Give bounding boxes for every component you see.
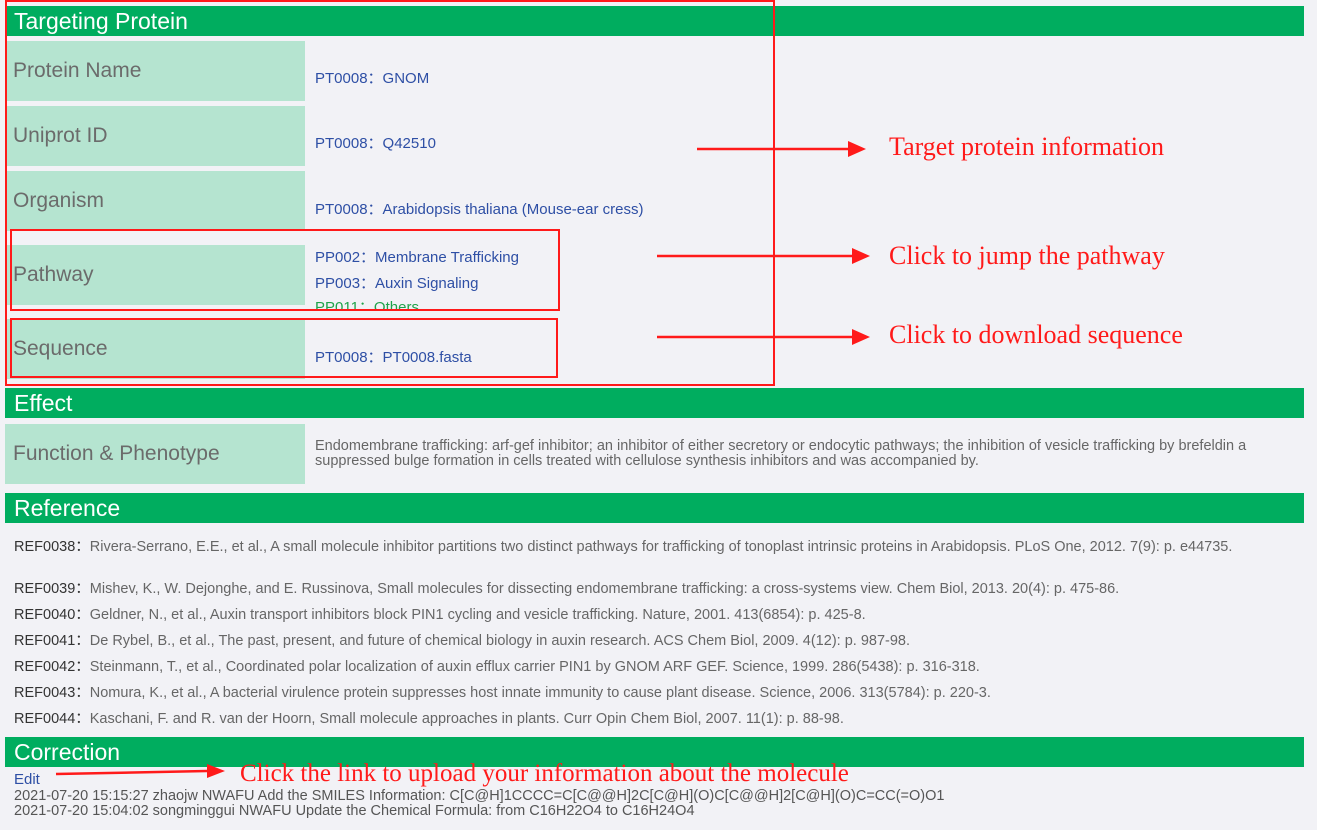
label-sequence: Sequence bbox=[5, 319, 305, 379]
reference-item: REF0039：Mishev, K., W. Dejonghe, and E. … bbox=[14, 582, 1309, 597]
reference-text: Kaschani, F. and R. van der Hoorn, Small… bbox=[89, 711, 844, 727]
reference-text: Steinmann, T., et al., Coordinated polar… bbox=[89, 659, 980, 675]
uniprot-id-link[interactable]: PT0008：Q42510 bbox=[315, 135, 436, 152]
reference-id: REF0044： bbox=[14, 711, 90, 727]
reference-item: REF0043：Nomura, K., et al., A bacterial … bbox=[14, 686, 1309, 701]
reference-text: De Rybel, B., et al., The past, present,… bbox=[89, 633, 910, 649]
reference-text: Rivera-Serrano, E.E., et al., A small mo… bbox=[89, 539, 1233, 555]
pathway-link-pp002[interactable]: PP002：Membrane Trafficking bbox=[315, 249, 519, 266]
correction-log-entry: 2021-07-20 15:15:27 zhaojw NWAFU Add the… bbox=[14, 788, 945, 804]
section-header-targeting: Targeting Protein bbox=[5, 6, 1304, 36]
label-uniprot-id: Uniprot ID bbox=[5, 106, 305, 166]
reference-text: Mishev, K., W. Dejonghe, and E. Russinov… bbox=[89, 581, 1120, 597]
function-phenotype-text: Endomembrane trafficking: arf-gef inhibi… bbox=[315, 438, 1247, 469]
reference-item: REF0040：Geldner, N., et al., Auxin trans… bbox=[14, 608, 1309, 623]
label-organism: Organism bbox=[5, 171, 305, 231]
protein-name-link[interactable]: PT0008：GNOM bbox=[315, 70, 430, 87]
section-header-correction: Correction bbox=[5, 737, 1304, 767]
reference-text: Geldner, N., et al., Auxin transport inh… bbox=[89, 607, 866, 623]
section-header-reference: Reference bbox=[5, 493, 1304, 523]
pathway-link-pp011[interactable]: PP011：Others bbox=[315, 299, 419, 311]
reference-id: REF0041： bbox=[14, 633, 90, 649]
reference-id: REF0038： bbox=[14, 539, 90, 555]
reference-item: REF0042：Steinmann, T., et al., Coordinat… bbox=[14, 660, 1309, 675]
reference-id: REF0039： bbox=[14, 581, 90, 597]
pathway-list-overflow: PP011：Others bbox=[315, 295, 419, 311]
section-header-effect: Effect bbox=[5, 388, 1304, 418]
annotation-target-info: Target protein information bbox=[889, 132, 1164, 161]
reference-item: REF0044：Kaschani, F. and R. van der Hoor… bbox=[14, 712, 1309, 727]
edit-link[interactable]: Edit bbox=[14, 771, 40, 788]
reference-item: REF0041：De Rybel, B., et al., The past, … bbox=[14, 634, 1309, 649]
arrow-edit bbox=[55, 769, 208, 776]
reference-item: REF0038：Rivera-Serrano, E.E., et al., A … bbox=[14, 540, 1309, 555]
reference-id: REF0040： bbox=[14, 607, 90, 623]
label-pathway: Pathway bbox=[5, 245, 305, 305]
annotation-upload-info: Click the link to upload your informatio… bbox=[240, 760, 849, 787]
organism-link[interactable]: PT0008：Arabidopsis thaliana (Mouse-ear c… bbox=[315, 201, 644, 218]
pathway-link-pp003[interactable]: PP003：Auxin Signaling bbox=[315, 275, 479, 292]
reference-id: REF0043： bbox=[14, 685, 90, 701]
label-function-phenotype: Function & Phenotype bbox=[5, 424, 305, 484]
correction-log-entry: 2021-07-20 15:04:02 songminggui NWAFU Up… bbox=[14, 803, 695, 819]
reference-id: REF0042： bbox=[14, 659, 90, 675]
label-protein-name: Protein Name bbox=[5, 41, 305, 101]
reference-text: Nomura, K., et al., A bacterial virulenc… bbox=[89, 685, 991, 701]
sequence-download-link[interactable]: PT0008：PT0008.fasta bbox=[315, 349, 472, 366]
annotation-download-seq: Click to download sequence bbox=[889, 320, 1183, 349]
annotation-pathway-jump: Click to jump the pathway bbox=[889, 241, 1165, 270]
